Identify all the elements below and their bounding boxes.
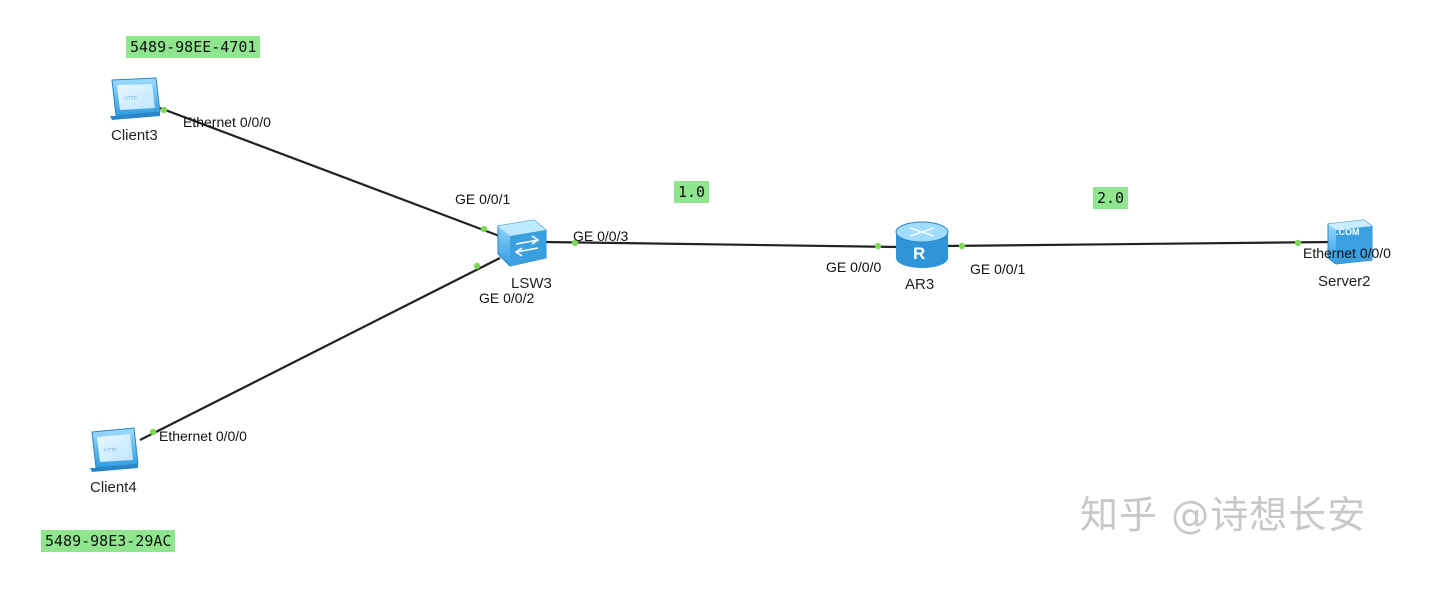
port-dot-sw-ge2 [473, 262, 481, 270]
link-switch-router[interactable] [544, 240, 901, 249]
switch-icon[interactable] [497, 219, 547, 267]
svg-text:HTTP: HTTP [124, 96, 137, 102]
port-dot-sw-ge1 [480, 225, 488, 233]
port-dot-sw-ge3 [571, 239, 579, 247]
link-router-server[interactable] [944, 240, 1333, 248]
port-label-client4-eth: Ethernet 0/0/0 [159, 428, 247, 444]
watermark-text: 知乎 @诗想长安 [1080, 493, 1367, 537]
note-mac-client3: 5489-98EE-4701 [126, 36, 261, 58]
router-icon[interactable] [895, 221, 949, 268]
port-label-server-eth: Ethernet 0/0/0 [1303, 245, 1391, 261]
device-label-client4: Client4 [90, 479, 137, 496]
client3-icon[interactable]: HTTP [110, 77, 161, 120]
note-net-1: 1.0 [674, 181, 710, 203]
port-label-ar-ge1: GE 0/0/1 [970, 261, 1026, 277]
port-label-ar-ge0: GE 0/0/0 [826, 259, 882, 275]
svg-text:HTTP: HTTP [104, 448, 117, 454]
note-net-2: 2.0 [1093, 187, 1129, 209]
device-label-switch: LSW3 [511, 275, 552, 292]
link-client3-switch[interactable] [159, 106, 511, 242]
server-icon[interactable] [1327, 219, 1373, 265]
server-glyph: .COM [1336, 227, 1360, 237]
port-dot-client4 [149, 428, 157, 436]
port-label-sw-ge3: GE 0/0/3 [573, 228, 629, 244]
port-dot-client3 [160, 106, 168, 114]
port-dot-ar-ge1 [958, 242, 966, 250]
client4-icon[interactable]: HTTP [90, 427, 139, 472]
port-dot-ar-ge0 [874, 242, 882, 250]
router-glyph: R [913, 244, 926, 263]
device-label-server: Server2 [1318, 273, 1371, 290]
device-label-router: AR3 [905, 276, 935, 293]
port-label-sw-ge1: GE 0/0/1 [455, 191, 511, 207]
port-label-client3-eth: Ethernet 0/0/0 [183, 114, 271, 130]
port-label-sw-ge2: GE 0/0/2 [479, 290, 535, 306]
device-label-client3: Client3 [111, 127, 158, 144]
note-mac-client4: 5489-98E3-29AC [41, 530, 176, 552]
port-dot-server [1294, 239, 1302, 247]
link-client4-switch[interactable] [139, 257, 501, 441]
